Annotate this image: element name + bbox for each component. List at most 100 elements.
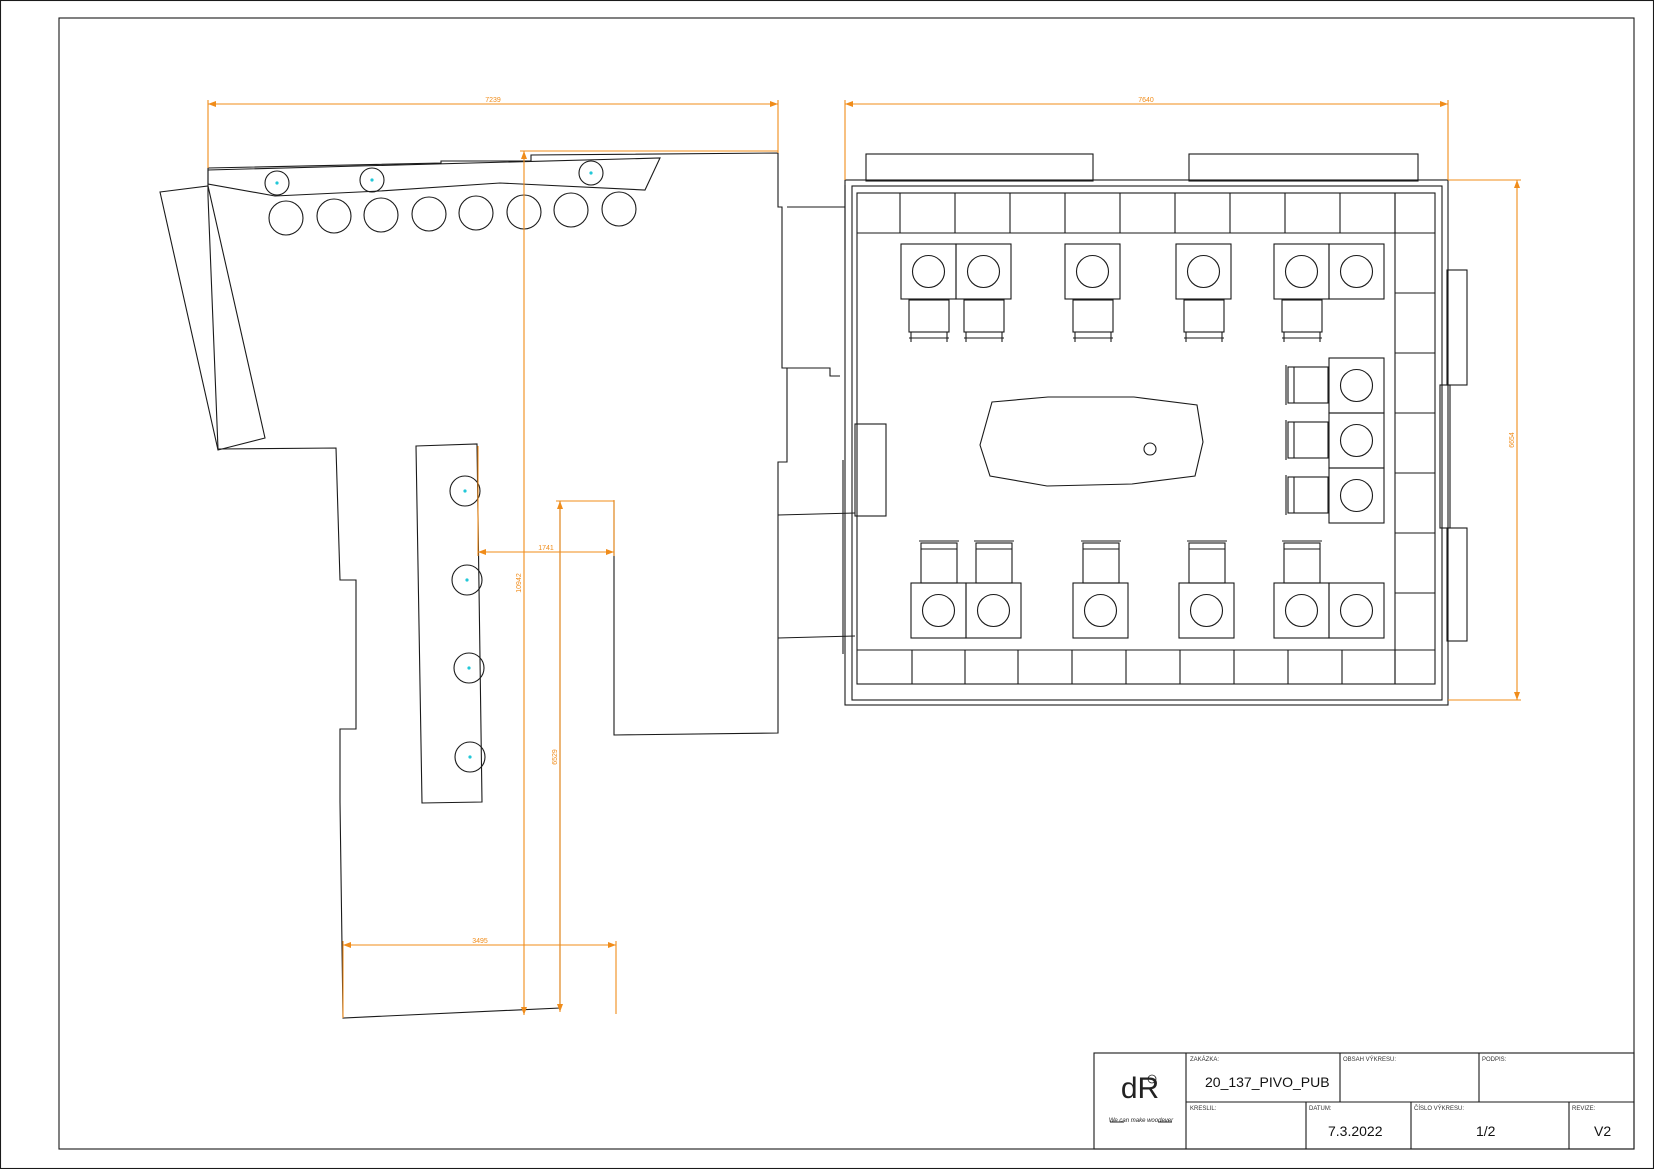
perimeter-bench	[857, 193, 1435, 684]
marker-dot	[463, 489, 467, 493]
table-stool	[966, 254, 1001, 289]
datum-value: 7.3.2022	[1328, 1123, 1383, 1139]
table-stool	[1186, 254, 1221, 289]
table-stool	[976, 593, 1011, 628]
dimension-lines: 7239 7640 6654 1741 10942 6529	[207, 97, 1521, 1018]
table-stool	[1284, 593, 1319, 628]
chair	[1283, 542, 1321, 584]
central-table	[979, 396, 1204, 487]
stool	[316, 198, 352, 234]
revize-value: V2	[1594, 1123, 1611, 1139]
bar-stool	[359, 167, 385, 193]
dim-vertical-lower: 6529	[552, 749, 559, 765]
svg-text:dR: dR	[1121, 1072, 1159, 1105]
table-square	[1328, 467, 1385, 524]
table-square	[1178, 582, 1235, 639]
marker-dot	[468, 755, 472, 759]
room-inner	[851, 185, 1443, 701]
left-room-outline	[207, 152, 788, 1019]
table-square	[1064, 243, 1121, 300]
side-element-mid	[1439, 384, 1451, 529]
table-stool	[1075, 254, 1110, 289]
chair	[963, 299, 1005, 333]
top-bar-stools	[264, 160, 604, 196]
slanted-counter	[159, 185, 266, 451]
table-square	[1072, 582, 1129, 639]
connector	[777, 185, 887, 654]
top-window-right	[1188, 153, 1419, 182]
chair	[1183, 299, 1225, 333]
table-stool	[1339, 254, 1374, 289]
chair	[1287, 421, 1329, 459]
table-square	[965, 582, 1022, 639]
side-element-lower	[1446, 527, 1468, 642]
table-square	[1273, 582, 1330, 639]
table-square	[1328, 412, 1385, 469]
stool	[601, 191, 637, 227]
revize-label: REVIZE:	[1572, 1106, 1596, 1112]
stool-row	[268, 191, 637, 236]
dim-vertical-total: 10942	[516, 573, 523, 593]
marker-dot	[589, 171, 593, 175]
table-square	[1328, 357, 1385, 414]
island-stool	[454, 741, 486, 773]
island-counter	[415, 443, 483, 804]
island-stool	[453, 652, 485, 684]
podpis-label: PODPIS:	[1482, 1057, 1507, 1063]
chair	[1072, 299, 1114, 333]
island-stools	[449, 475, 486, 773]
island-stool	[449, 475, 481, 507]
chair	[920, 542, 958, 584]
kreslil-label: KRESLIL:	[1190, 1106, 1217, 1112]
chair	[975, 542, 1013, 584]
drawing-frame	[58, 17, 1635, 1150]
stool	[363, 197, 399, 233]
table-stool	[1083, 593, 1118, 628]
table-square	[910, 582, 967, 639]
dim-right-height: 6654	[1509, 432, 1516, 448]
room-innermost	[856, 192, 1436, 685]
table-stool	[911, 254, 946, 289]
marker-dot	[370, 178, 374, 182]
table-stool	[1339, 368, 1374, 403]
zakazka-label: ZAKÁZKA:	[1190, 1056, 1219, 1063]
dim-inner-gap: 1741	[538, 545, 554, 552]
chair	[908, 299, 950, 333]
cislo-label: ČÍSLO VÝKRESU:	[1414, 1105, 1464, 1112]
stool	[411, 196, 447, 232]
chair	[1287, 476, 1329, 514]
left-area	[159, 152, 788, 1019]
table-groups	[900, 243, 1385, 639]
marker-dot	[467, 666, 471, 670]
table-stool	[921, 593, 956, 628]
table-square	[1273, 243, 1330, 300]
bar-stool	[578, 160, 604, 186]
marker-dot	[465, 578, 469, 582]
table-square	[900, 243, 957, 300]
cislo-value: 1/2	[1476, 1123, 1496, 1139]
zakazka-value: 20_137_PIVO_PUB	[1205, 1074, 1330, 1090]
table-stool	[1284, 254, 1319, 289]
right-area	[844, 153, 1468, 706]
top-counter	[207, 157, 661, 197]
table-hole	[1143, 442, 1157, 456]
table-square	[1175, 243, 1232, 300]
chair	[1287, 366, 1329, 404]
island-stool	[451, 564, 483, 596]
top-window-left	[865, 153, 1094, 182]
marker-dot	[275, 181, 279, 185]
side-element-upper	[1446, 269, 1468, 386]
room-outer	[844, 179, 1449, 706]
table-stool	[1339, 478, 1374, 513]
dim-bottom-width: 3495	[472, 938, 488, 945]
obsah-label: OBSAH VÝKRESU:	[1343, 1056, 1396, 1063]
stool	[458, 195, 494, 231]
table-square	[955, 243, 1012, 300]
dim-top-left-width: 7239	[485, 97, 501, 104]
chair	[1188, 542, 1226, 584]
chair	[1082, 542, 1120, 584]
table-square	[1328, 243, 1385, 300]
datum-label: DATUM:	[1309, 1106, 1332, 1112]
